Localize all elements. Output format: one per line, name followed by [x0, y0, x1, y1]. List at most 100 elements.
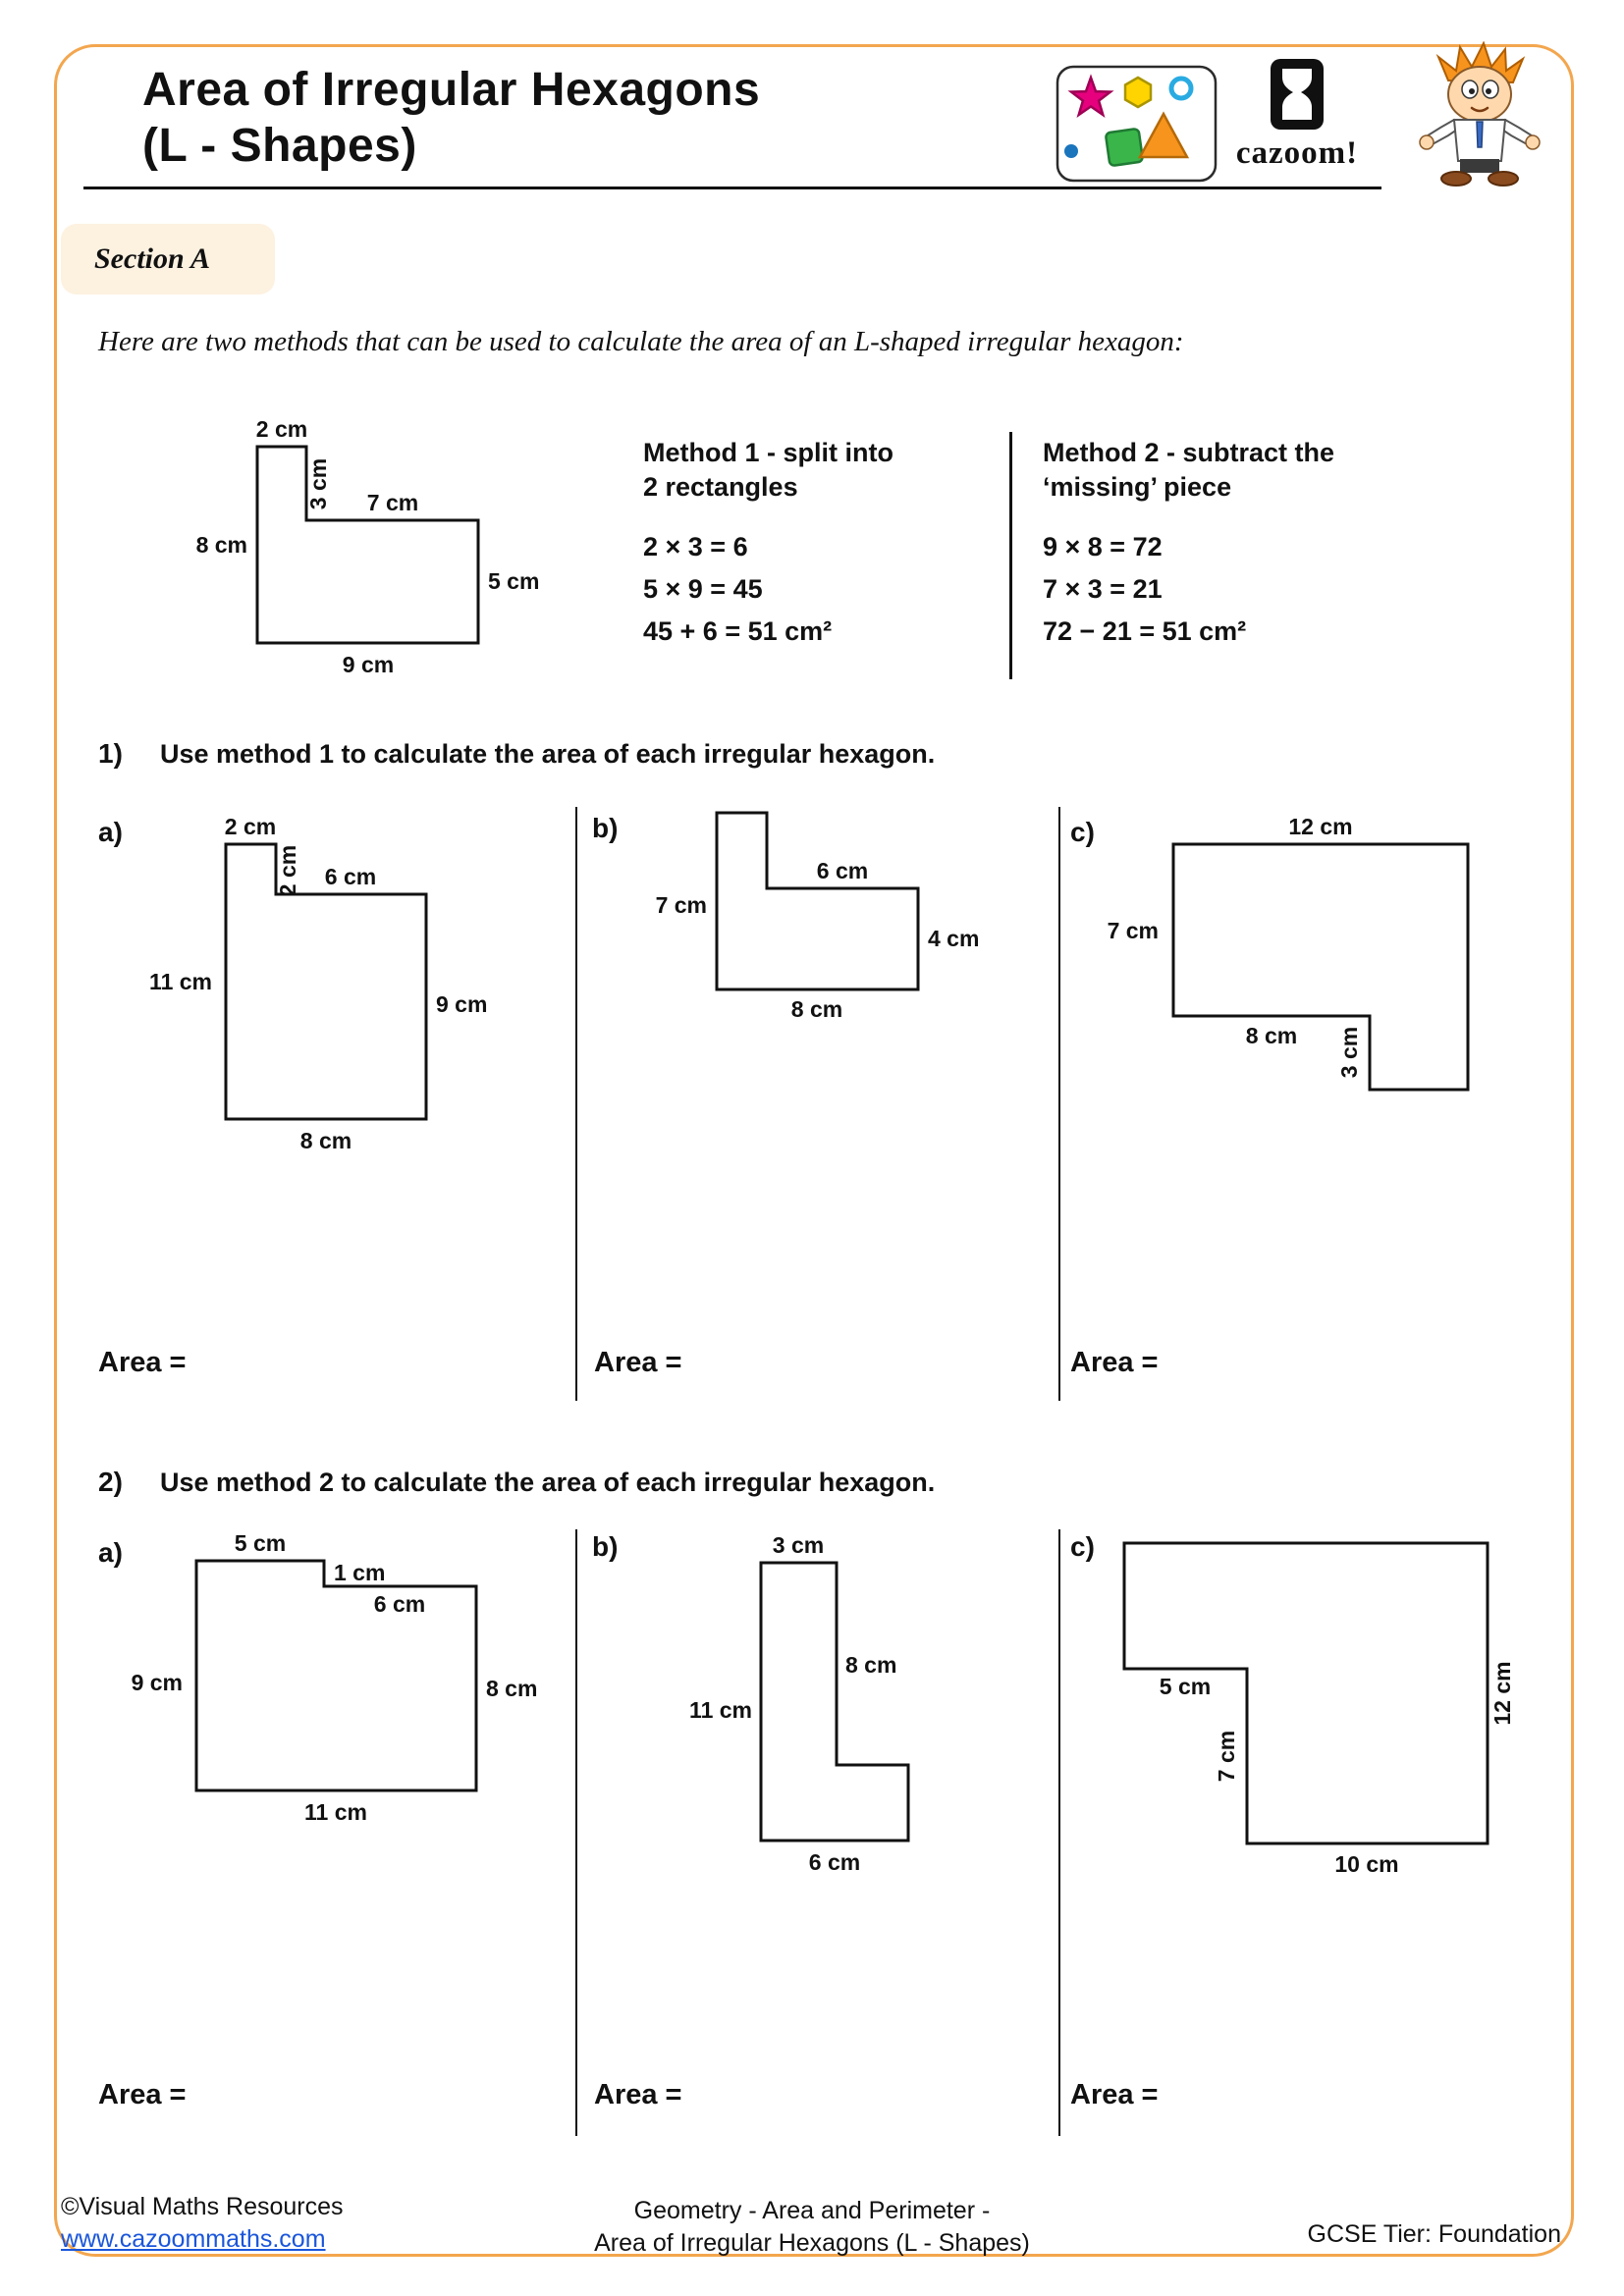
- dim-label-bottom: 6 cm: [809, 1849, 860, 1875]
- dim-label-inner-v: 7 cm: [1214, 1731, 1239, 1782]
- mascot-pants: [1460, 159, 1499, 173]
- footer-topic-line2: Area of Irregular Hexagons (L - Shapes): [594, 2228, 1030, 2257]
- q1a-area-answer[interactable]: Area =: [98, 1347, 187, 1378]
- square-icon: [1105, 128, 1144, 167]
- section-a-badge: Section A: [61, 224, 275, 294]
- method2-title-line2: ‘missing’ piece: [1043, 472, 1232, 503]
- mascot-illustration: [1419, 41, 1541, 187]
- footer-website-link[interactable]: www.cazoommaths.com: [61, 2224, 326, 2253]
- method1-working: 2 × 3 = 6 5 × 9 = 45 45 + 6 = 51 cm²: [643, 526, 997, 652]
- q2c-shape: 5 cm 7 cm 12 cm 10 cm: [1122, 1541, 1515, 1877]
- q2b-area-answer[interactable]: Area =: [594, 2079, 682, 2110]
- hexagon-icon: [1123, 76, 1153, 109]
- dim-label-right: 8 cm: [486, 1676, 537, 1701]
- dim-label-inner-h: 5 cm: [1160, 1674, 1211, 1699]
- dim-label-top: 5 cm: [235, 1530, 286, 1556]
- example-polygon: [255, 445, 480, 645]
- page-title-line2: (L - Shapes): [142, 119, 417, 172]
- hourglass-icon: [1282, 69, 1312, 120]
- footer-center: Geometry - Area and Perimeter - Area of …: [393, 2195, 1231, 2259]
- intro-text: Here are two methods that can be used to…: [98, 326, 1184, 357]
- method1-line: 2 × 3 = 6: [643, 532, 748, 562]
- q1a-label: a): [98, 817, 123, 847]
- dim-label-left: 7 cm: [1108, 918, 1159, 943]
- method2-working: 9 × 8 = 72 7 × 3 = 21 72 − 21 = 51 cm²: [1043, 526, 1396, 652]
- dim-label-left: 7 cm: [656, 892, 707, 918]
- circle-icon: [1168, 76, 1194, 101]
- dim-label-left: 9 cm: [132, 1670, 183, 1695]
- mascot-shoe: [1440, 171, 1472, 187]
- dim-label-inner: 6 cm: [374, 1591, 425, 1617]
- dim-label-bottom: 8 cm: [791, 996, 842, 1022]
- mascot-pupil: [1486, 88, 1491, 94]
- method2-line: 9 × 8 = 72: [1043, 532, 1163, 562]
- q1b-label: b): [592, 813, 619, 843]
- method1-line: 5 × 9 = 45: [643, 573, 763, 604]
- method2-block: Method 2 - subtract the ‘missing’ piece …: [1043, 436, 1396, 652]
- dim-label-top: 2 cm: [225, 814, 276, 839]
- page-title-line1: Area of Irregular Hexagons: [142, 64, 761, 116]
- dim-label-notch: 2 cm: [275, 845, 300, 896]
- dim-label-inner: 6 cm: [325, 864, 376, 889]
- mascot-shoe: [1488, 171, 1519, 187]
- q1a-shape: 2 cm 2 cm 6 cm 11 cm 9 cm 8 cm: [149, 814, 487, 1153]
- q2-instruction: Use method 2 to calculate the area of ea…: [160, 1468, 936, 1497]
- q1b-polygon: [715, 811, 920, 991]
- dim-label-right: 8 cm: [845, 1652, 896, 1678]
- mascot-smile: [1470, 106, 1489, 113]
- q2a-shape: 5 cm 1 cm 6 cm 9 cm 8 cm 11 cm: [132, 1530, 538, 1825]
- q1b-shape: 6 cm 7 cm 4 cm 8 cm: [656, 811, 979, 1022]
- dim-label-left: 11 cm: [149, 969, 212, 994]
- footer-tier: GCSE Tier: Foundation: [1307, 2220, 1561, 2248]
- method1-line: 45 + 6 = 51 cm²: [643, 615, 833, 646]
- dim-label-bottom: 11 cm: [304, 1799, 367, 1825]
- cazoom-logo-text: cazoom!: [1235, 135, 1359, 171]
- q2-number: 2): [98, 1467, 123, 1497]
- q2a-label: a): [98, 1537, 123, 1568]
- q1b-area-answer[interactable]: Area =: [594, 1347, 682, 1378]
- method2-line: 72 − 21 = 51 cm²: [1043, 615, 1247, 646]
- example-shape: 2 cm 3 cm 7 cm 8 cm 5 cm 9 cm: [196, 416, 540, 677]
- dim-label-inner: 7 cm: [367, 490, 418, 515]
- q2b-polygon: [759, 1561, 910, 1842]
- footer-left: ©Visual Maths Resources www.cazoommaths.…: [61, 2191, 344, 2255]
- shapes-cluster-icon: [1056, 65, 1218, 183]
- dim-label-bottom: 8 cm: [300, 1128, 352, 1153]
- mascot-tie: [1476, 121, 1484, 148]
- dim-label-bottom: 9 cm: [343, 652, 394, 677]
- mascot-pupil: [1469, 88, 1475, 94]
- dim-label-top: 2 cm: [256, 416, 307, 442]
- q1a-polygon: [224, 842, 428, 1121]
- q1c-area-answer[interactable]: Area =: [1070, 1347, 1159, 1378]
- q2a-polygon: [194, 1559, 478, 1792]
- method2-title-line1: Method 2 - subtract the: [1043, 438, 1335, 467]
- q2c-area-answer[interactable]: Area =: [1070, 2079, 1159, 2110]
- header-divider: [83, 187, 1381, 189]
- dim-label-right: 4 cm: [928, 926, 979, 951]
- q2b-label: b): [592, 1531, 619, 1562]
- footer-topic-line1: Geometry - Area and Perimeter -: [633, 2197, 991, 2224]
- dim-label-notch: 3 cm: [1336, 1027, 1362, 1078]
- q1-instruction: Use method 1 to calculate the area of ea…: [160, 739, 936, 769]
- page-border: [54, 44, 1574, 2257]
- mascot-hand: [1525, 134, 1541, 150]
- dim-label-notch: 3 cm: [305, 458, 331, 509]
- method1-title: Method 1 - split into 2 rectangles: [643, 436, 997, 505]
- dim-label-left: 11 cm: [689, 1697, 752, 1723]
- dim-label-step: 1 cm: [334, 1560, 385, 1585]
- q2b-shape: 3 cm 8 cm 11 cm 6 cm: [689, 1532, 910, 1875]
- methods-divider: [1009, 432, 1012, 679]
- dim-label-right: 9 cm: [436, 991, 487, 1017]
- q2a-area-answer[interactable]: Area =: [98, 2079, 187, 2110]
- q1c-label: c): [1070, 817, 1095, 847]
- method2-line: 7 × 3 = 21: [1043, 573, 1163, 604]
- q1-column-divider: [1058, 807, 1060, 1401]
- q2c-polygon: [1122, 1541, 1489, 1845]
- star-icon: [1067, 74, 1114, 119]
- dim-label-inner: 8 cm: [1246, 1023, 1297, 1048]
- dim-label-top: 12 cm: [1288, 814, 1352, 839]
- dim-label-inner: 6 cm: [817, 858, 868, 883]
- dim-label-right: 12 cm: [1489, 1661, 1515, 1725]
- dim-label-right: 5 cm: [488, 568, 539, 594]
